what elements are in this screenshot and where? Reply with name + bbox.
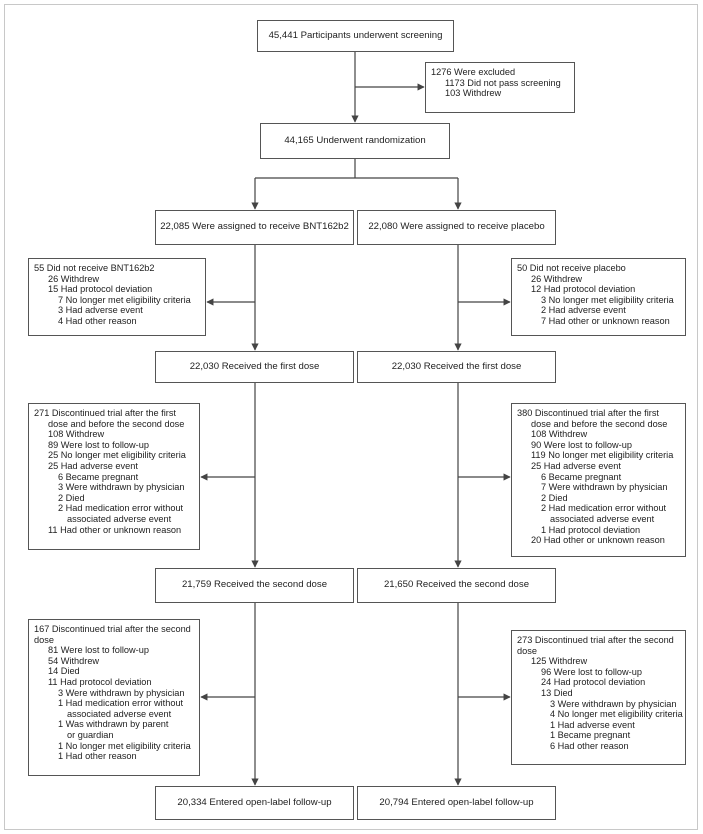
bnt-disc-second-line: 1 Was withdrawn by parent: [58, 719, 169, 730]
bnt-disc-second-line: 167 Discontinued trial after the second: [34, 624, 191, 634]
placebo-disc-second-line: 273 Discontinued trial after the second: [517, 635, 674, 645]
placebo-disc-second-line: 4 No longer met eligibility criteria: [550, 709, 683, 720]
placebo-second-dose-box: 21,650 Received the second dose: [357, 568, 556, 603]
placebo-first-dose-text: 22,030 Received the first dose: [391, 360, 522, 372]
placebo-disc-first-line: 380 Discontinued trial after the first: [517, 408, 659, 418]
placebo-disc-first-line: 108 Withdrew: [531, 429, 588, 440]
placebo-disc-first-line: 1 Had protocol deviation: [541, 524, 641, 535]
placebo-not-received-line: 7 Had other or unknown reason: [541, 315, 670, 326]
placebo-disc-first-line: 7 Were withdrawn by physician: [541, 482, 668, 493]
bnt-assigned-text: 22,085 Were assigned to receive BNT162b2: [160, 221, 349, 233]
bnt-disc-first-line: 271 Discontinued trial after the first: [34, 408, 176, 418]
placebo-disc-second-line: 24 Had protocol deviation: [541, 677, 646, 688]
bnt-second-dose-box: 21,759 Received the second dose: [155, 568, 354, 603]
randomization-text: 44,165 Underwent randomization: [284, 134, 426, 146]
bnt-disc-first-line: 89 Were lost to follow-up: [48, 439, 149, 450]
excluded-line: 1276 Were excluded: [431, 67, 516, 77]
bnt-first-dose-text: 22,030 Received the first dose: [189, 360, 320, 372]
bnt-disc-first-line: 108 Withdrew: [48, 429, 105, 440]
bnt-assigned-box: 22,085 Were assigned to receive BNT162b2: [155, 210, 354, 245]
bnt-not-received-line: 4 Had other reason: [58, 315, 137, 326]
placebo-disc-first-line: 25 Had adverse event: [531, 460, 621, 471]
bnt-disc-second-line: 11 Had protocol deviation: [48, 676, 152, 687]
placebo-disc-first-line: 90 Were lost to follow-up: [531, 439, 632, 450]
excluded-box: 1276 Were excluded 1173 Did not pass scr…: [425, 62, 575, 113]
placebo-open-label-text: 20,794 Entered open-label follow-up: [379, 796, 534, 808]
bnt-second-dose-text: 21,759 Received the second dose: [181, 579, 328, 591]
excluded-line: 1173 Did not pass screening: [445, 77, 561, 88]
placebo-assigned-text: 22,080 Were assigned to receive placebo: [368, 221, 545, 233]
placebo-first-dose-box: 22,030 Received the first dose: [357, 351, 556, 383]
placebo-disc-second-box: 273 Discontinued trial after the second …: [511, 630, 686, 765]
placebo-not-received-line: 12 Had protocol deviation: [531, 284, 636, 295]
placebo-not-received-line: 2 Had adverse event: [541, 305, 626, 316]
randomization-box: 44,165 Underwent randomization: [260, 123, 450, 159]
bnt-open-label-box: 20,334 Entered open-label follow-up: [155, 786, 354, 820]
bnt-disc-second-line: dose: [34, 634, 54, 645]
figure-frame: [4, 4, 698, 830]
placebo-disc-second-line: 1 Had adverse event: [550, 719, 635, 730]
bnt-not-received-box: 55 Did not receive BNT162b2 26 Withdrew …: [28, 258, 206, 336]
placebo-open-label-box: 20,794 Entered open-label follow-up: [357, 786, 556, 820]
placebo-disc-first-line: 119 No longer met eligibility criteria: [531, 450, 674, 461]
bnt-disc-first-line: 2 Died: [58, 492, 85, 503]
bnt-disc-second-line: 1 Had medication error without: [58, 698, 184, 709]
split-line: [255, 159, 458, 179]
placebo-disc-second-line: 3 Were withdrawn by physician: [550, 698, 677, 709]
bnt-disc-second-line: 1 No longer met eligibility criteria: [58, 740, 191, 751]
screening-text: 45,441 Participants underwent screening: [268, 29, 443, 41]
bnt-disc-second-line: associated adverse event: [67, 708, 172, 719]
bnt-first-dose-box: 22,030 Received the first dose: [155, 351, 354, 383]
bnt-not-received-line: 3 Had adverse event: [58, 305, 143, 316]
bnt-disc-first-line: 2 Had medication error without: [58, 503, 184, 514]
bnt-disc-first-line: 6 Became pregnant: [58, 471, 139, 482]
bnt-not-received-line: 26 Withdrew: [48, 273, 100, 284]
placebo-disc-second-line: 1 Became pregnant: [550, 730, 631, 741]
placebo-disc-first-line: dose and before the second dose: [531, 418, 668, 429]
placebo-disc-first-box: 380 Discontinued trial after the first d…: [511, 403, 686, 557]
placebo-disc-second-line: 125 Withdrew: [531, 656, 588, 667]
bnt-disc-second-box: 167 Discontinued trial after the second …: [28, 619, 200, 776]
placebo-not-received-line: 26 Withdrew: [531, 273, 583, 284]
placebo-disc-first-line: 2 Had medication error without: [541, 503, 667, 514]
bnt-disc-first-line: dose and before the second dose: [48, 418, 185, 429]
bnt-disc-first-line: 11 Had other or unknown reason: [48, 524, 182, 535]
bnt-disc-first-line: 3 Were withdrawn by physician: [58, 482, 185, 493]
placebo-disc-second-line: 13 Died: [541, 687, 573, 698]
bnt-disc-first-line: 25 Had adverse event: [48, 460, 138, 471]
bnt-disc-second-line: 3 Were withdrawn by physician: [58, 687, 185, 698]
bnt-disc-first-line: associated adverse event: [67, 513, 172, 524]
placebo-not-received-line: 3 No longer met eligibility criteria: [541, 294, 674, 305]
placebo-disc-first-line: 6 Became pregnant: [541, 471, 622, 482]
placebo-disc-first-line: 2 Died: [541, 492, 568, 503]
placebo-disc-first-line: 20 Had other or unknown reason: [531, 535, 665, 546]
bnt-disc-second-line: 54 Withdrew: [48, 655, 100, 666]
screening-box: 45,441 Participants underwent screening: [257, 20, 454, 52]
placebo-disc-second-line: dose: [517, 645, 537, 656]
placebo-disc-second-line: 6 Had other reason: [550, 740, 629, 751]
bnt-disc-first-line: 25 No longer met eligibility criteria: [48, 450, 186, 461]
bnt-disc-first-box: 271 Discontinued trial after the first d…: [28, 403, 200, 550]
placebo-disc-second-line: 96 Were lost to follow-up: [541, 666, 642, 677]
bnt-disc-second-line: 81 Were lost to follow-up: [48, 645, 149, 656]
bnt-open-label-text: 20,334 Entered open-label follow-up: [177, 796, 332, 808]
bnt-disc-second-line: 14 Died: [48, 666, 80, 677]
bnt-not-received-line: 55 Did not receive BNT162b2: [34, 263, 155, 273]
placebo-second-dose-text: 21,650 Received the second dose: [383, 579, 530, 591]
placebo-not-received-box: 50 Did not receive placebo 26 Withdrew 1…: [511, 258, 686, 336]
bnt-not-received-line: 15 Had protocol deviation: [48, 284, 153, 295]
placebo-not-received-line: 50 Did not receive placebo: [517, 263, 626, 273]
bnt-disc-second-line: or guardian: [67, 729, 114, 740]
excluded-line: 103 Withdrew: [445, 88, 502, 99]
bnt-not-received-line: 7 No longer met eligibility criteria: [58, 294, 191, 305]
bnt-disc-second-line: 1 Had other reason: [58, 751, 137, 762]
placebo-disc-first-line: associated adverse event: [550, 513, 655, 524]
placebo-assigned-box: 22,080 Were assigned to receive placebo: [357, 210, 556, 245]
